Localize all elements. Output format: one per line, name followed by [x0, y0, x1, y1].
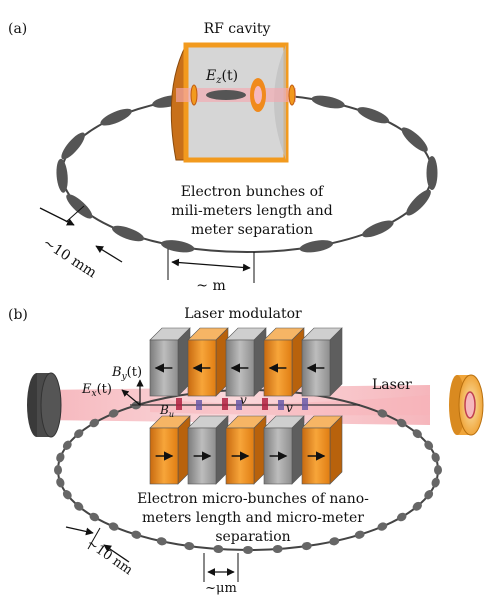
panel-a-label: (a) — [8, 21, 27, 37]
magnet-side-face — [329, 415, 343, 485]
bunch — [160, 240, 195, 253]
bunch — [362, 220, 394, 238]
right-mirror — [449, 374, 484, 436]
micro-bunch — [424, 440, 434, 450]
by-label: By(t) — [111, 365, 142, 382]
cavity-bunch — [206, 90, 246, 100]
micro-bunch — [62, 490, 72, 500]
bunch — [61, 132, 85, 160]
micro-bunch — [89, 418, 100, 428]
magnet-gray — [301, 327, 343, 397]
micro-bunch — [434, 465, 442, 475]
modulator-title: Laser modulator — [184, 306, 302, 322]
micro-bunch — [301, 542, 312, 551]
cavity-body — [183, 42, 289, 163]
micro-bunch — [74, 501, 84, 511]
caption-b-line-3: separation — [215, 529, 290, 545]
bu-label: Bu — [159, 403, 174, 419]
micro-bunch — [131, 530, 142, 539]
micro-bunch — [213, 545, 224, 554]
bunch — [357, 107, 390, 124]
bunch — [406, 189, 431, 216]
micro-bunch — [108, 522, 119, 531]
bunch — [311, 95, 345, 109]
micro-bunch — [377, 522, 388, 531]
cavity-title: RF cavity — [204, 21, 271, 37]
micro-bunch — [184, 542, 195, 551]
micro-bunch — [424, 490, 434, 500]
v-label-1: v — [240, 393, 247, 407]
ex-label: Ex(t) — [81, 382, 112, 399]
micro-bunch — [412, 429, 422, 439]
micro-bunch — [108, 409, 119, 418]
magnet-orange — [301, 415, 343, 485]
length-label-a: ~10 mm — [40, 235, 99, 281]
bunch — [66, 194, 93, 219]
micro-bunch — [62, 440, 72, 450]
length-label-b: ~10 nm — [84, 536, 135, 578]
panel-b-label: (b) — [8, 307, 28, 323]
bunch-length-indicator-b — [65, 526, 130, 563]
undulator-bottom-row — [149, 415, 343, 485]
micro-bunch — [74, 429, 84, 439]
magnet-orange — [263, 327, 305, 397]
caption-b-line-2: meters length and micro-meter — [142, 510, 364, 526]
magnet-gray — [263, 415, 305, 485]
bunch — [299, 240, 334, 253]
micro-bunch — [396, 512, 407, 522]
micro-bunch — [396, 418, 407, 428]
bunch — [111, 225, 145, 242]
modulated-bunch-markers — [130, 398, 360, 410]
separation-indicator-b — [203, 553, 239, 582]
micro-bunch — [243, 546, 253, 554]
micro-bunch — [377, 409, 388, 418]
bunch — [100, 108, 132, 126]
caption-a-line-3: meter separation — [191, 222, 313, 238]
micro-bunch — [54, 465, 62, 475]
bunches-a — [56, 95, 438, 253]
micro-bunch — [354, 530, 365, 539]
undulator-top-row — [149, 327, 343, 397]
separation-indicator-a — [167, 249, 255, 283]
caption-b-line-1: Electron micro-bunches of nano- — [137, 491, 369, 507]
micro-bunch — [89, 512, 100, 522]
micro-bunches-b — [54, 401, 442, 554]
caption-a-line-2: mili-meters length and — [171, 203, 332, 219]
magnet-gray — [149, 327, 191, 397]
micro-bunch — [412, 501, 422, 511]
laser-label: Laser — [372, 377, 412, 393]
micro-bunch — [156, 537, 167, 546]
micro-bunch — [56, 477, 65, 488]
magnet-orange — [187, 327, 229, 397]
field-axes — [121, 379, 144, 406]
field-ez-label: Ez(t) — [205, 68, 238, 86]
caption-a-line-1: Electron bunches of — [181, 184, 325, 200]
micro-bunch — [272, 545, 283, 554]
micro-bunch — [329, 537, 340, 546]
separation-label-b: ~μm — [205, 581, 237, 596]
bunch — [426, 156, 438, 190]
bunch-length-indicator-a — [39, 205, 123, 263]
left-mirror — [27, 372, 62, 438]
magnet-orange — [225, 415, 267, 485]
micro-bunch — [56, 452, 65, 463]
bunch — [56, 158, 68, 193]
rf-cavity — [170, 42, 296, 163]
magnet-side-face — [329, 327, 343, 397]
micro-bunch — [431, 452, 440, 463]
bunch — [401, 127, 428, 152]
magnet-gray — [187, 415, 229, 485]
magnet-orange — [149, 415, 191, 485]
micro-bunch — [431, 477, 440, 488]
v-label-2: v — [286, 401, 293, 415]
separation-label-a: ~ m — [196, 278, 225, 294]
magnet-gray — [225, 327, 267, 397]
